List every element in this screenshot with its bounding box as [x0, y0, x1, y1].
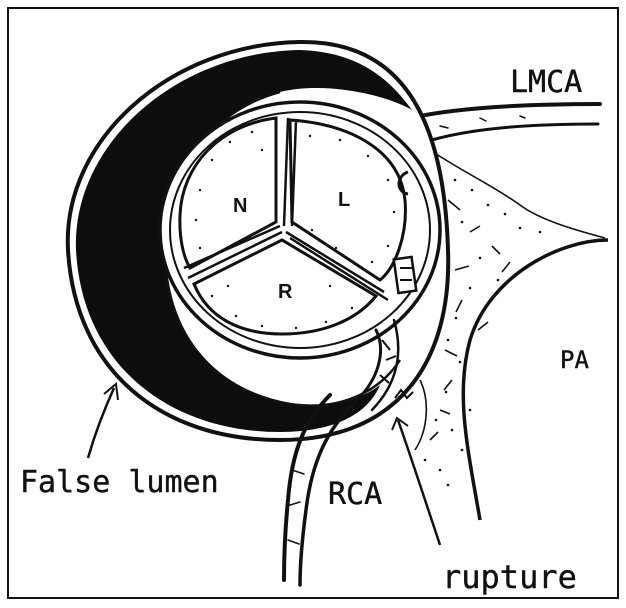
label-false-lumen: False lumen — [20, 465, 219, 500]
right-coronary-ostium — [394, 257, 417, 293]
cusp-label-r: R — [278, 281, 293, 303]
cusp-label-n: N — [233, 195, 247, 217]
label-lmca: LMCA — [510, 65, 582, 100]
aortic-valve — [180, 118, 406, 334]
label-rca: RCA — [328, 477, 382, 512]
cusp-label-l: L — [338, 189, 350, 211]
label-rupture: rupture — [442, 558, 577, 596]
label-pa: PA — [560, 346, 589, 374]
